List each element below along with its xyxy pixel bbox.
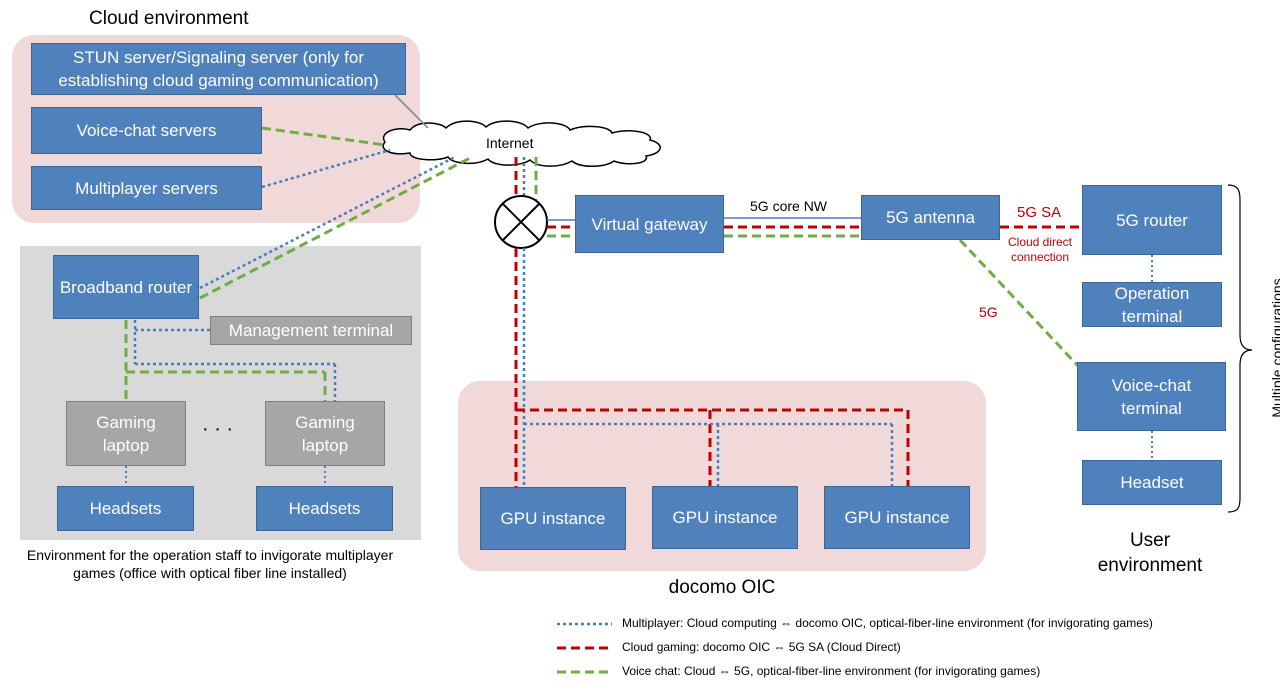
voice-chat-servers: Voice-chat servers [31, 107, 262, 154]
operation-terminal: Operation terminal [1082, 282, 1222, 327]
router-switch-icon [494, 195, 548, 249]
voice-server-link [261, 126, 386, 147]
multiplayer-server-link [261, 148, 391, 189]
cloud-environment-title: Cloud environment [89, 8, 249, 29]
legend-multiplayer-text: Multiplayer: Cloud computing ⇔ docomo OI… [622, 616, 1153, 630]
cloud-direct-label: Cloud direct connection [1007, 235, 1073, 264]
voice-chat-terminal: Voice-chat terminal [1077, 362, 1226, 431]
user-environment-title: User environment [1097, 530, 1203, 576]
stun-signaling-server: STUN server/Signaling server (only for e… [31, 43, 406, 95]
virtual-gateway: Virtual gateway [575, 195, 724, 253]
office-caption: Environment for the operation staff to i… [26, 547, 394, 581]
multiplayer-servers: Multiplayer servers [31, 166, 262, 210]
internet-label: Internet [486, 135, 534, 151]
headsets-1: Headsets [57, 486, 194, 531]
gaming-laptop-1: Gaming laptop [66, 401, 186, 466]
management-terminal: Management terminal [210, 316, 412, 345]
5g-router: 5G router [1082, 185, 1222, 255]
stun-link [394, 94, 429, 129]
gaming-laptop-2: Gaming laptop [265, 401, 385, 466]
internet-cloud-icon [382, 120, 661, 167]
legend-voice-chat-text: Voice chat: Cloud ⇔ 5G, optical-fiber-li… [622, 664, 1041, 678]
multiple-configurations-label: Multiple configurations [1269, 278, 1280, 418]
headsets-2: Headsets [256, 486, 393, 531]
broadband-router: Broadband router [53, 255, 199, 319]
5g-antenna: 5G antenna [861, 195, 1000, 240]
gpu-instance-2: GPU instance [652, 486, 798, 549]
gpu-instance-3: GPU instance [824, 486, 970, 549]
docomo-oic-title: docomo OIC [668, 577, 776, 598]
headset: Headset [1082, 460, 1222, 505]
gpu-instance-1: GPU instance [480, 487, 626, 550]
core-nw-label: 5G core NW [750, 198, 828, 214]
laptop-ellipsis: · · · [202, 418, 234, 440]
5g-label: 5G [979, 304, 998, 320]
router-internet-voice [199, 156, 471, 300]
5g-sa-label: 5G SA [1017, 204, 1062, 221]
multiple-configurations-brace [1227, 184, 1253, 513]
legend-cloud-gaming-text: Cloud gaming: docomo OIC ⇔ 5G SA (Cloud … [622, 640, 901, 654]
